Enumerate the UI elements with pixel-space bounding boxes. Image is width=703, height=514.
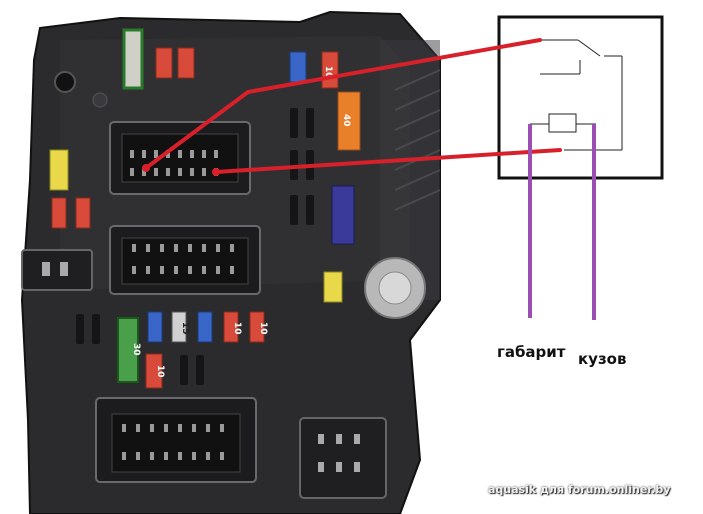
red-wire-upper bbox=[144, 38, 542, 170]
fuse-top-40: 40 bbox=[341, 114, 351, 127]
label-gabarit: габарит bbox=[497, 343, 566, 361]
middle-connector bbox=[109, 225, 261, 295]
bottom-connector bbox=[95, 397, 257, 483]
watermark: aquasik для forum.onliner.by bbox=[488, 483, 671, 496]
upper-connector bbox=[109, 121, 251, 195]
fuse-bottom-10c: 10 bbox=[155, 365, 165, 378]
fuse-bottom-10b: 10 bbox=[258, 322, 268, 335]
round-plug bbox=[364, 257, 426, 319]
red-wire-lower bbox=[214, 148, 562, 174]
fuse-bottom-10a: 10 bbox=[232, 322, 242, 335]
red-wires bbox=[144, 38, 562, 174]
fuse-top-10: 10 bbox=[323, 66, 333, 79]
fuse-bottom-30: 30 bbox=[131, 343, 141, 356]
label-kuzov: кузов bbox=[578, 350, 627, 368]
top-fuses bbox=[49, 28, 361, 303]
purple-wires bbox=[528, 124, 596, 320]
mounting-hole bbox=[54, 71, 76, 93]
left-side-connector bbox=[21, 249, 93, 291]
bottom-right-connector bbox=[299, 417, 387, 499]
bottom-fuses bbox=[117, 311, 265, 389]
fuse-bottom-15: 15 bbox=[180, 322, 190, 335]
